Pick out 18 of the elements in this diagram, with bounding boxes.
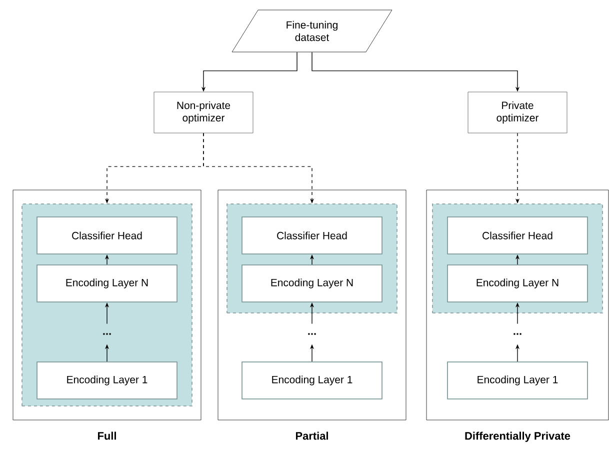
optimizer-box: Private optimizer bbox=[468, 92, 568, 134]
layer-box: Encoding Layer 1 bbox=[36, 362, 178, 400]
dataset-parallelogram: Fine-tuning dataset bbox=[232, 10, 392, 52]
layer-box: Encoding Layer 1 bbox=[447, 362, 588, 400]
layer-box: Encoding Layer N bbox=[242, 264, 382, 302]
layer-box: Classifier Head bbox=[447, 216, 588, 254]
ellipsis: ... bbox=[308, 333, 316, 335]
node-label: Full bbox=[98, 432, 116, 440]
layer-box: Classifier Head bbox=[242, 216, 382, 254]
ellipsis: ... bbox=[514, 333, 522, 335]
layer-box: Encoding Layer N bbox=[447, 264, 588, 302]
optimizer-box: Non-private optimizer bbox=[154, 92, 254, 134]
layer-box: Encoding Layer 1 bbox=[242, 362, 382, 400]
ellipsis: ... bbox=[103, 333, 111, 335]
layer-box: Encoding Layer N bbox=[36, 264, 178, 302]
layer-box: Classifier Head bbox=[36, 216, 178, 254]
node-label: Partial bbox=[296, 432, 328, 440]
node-label: Differentially Private bbox=[465, 432, 570, 442]
